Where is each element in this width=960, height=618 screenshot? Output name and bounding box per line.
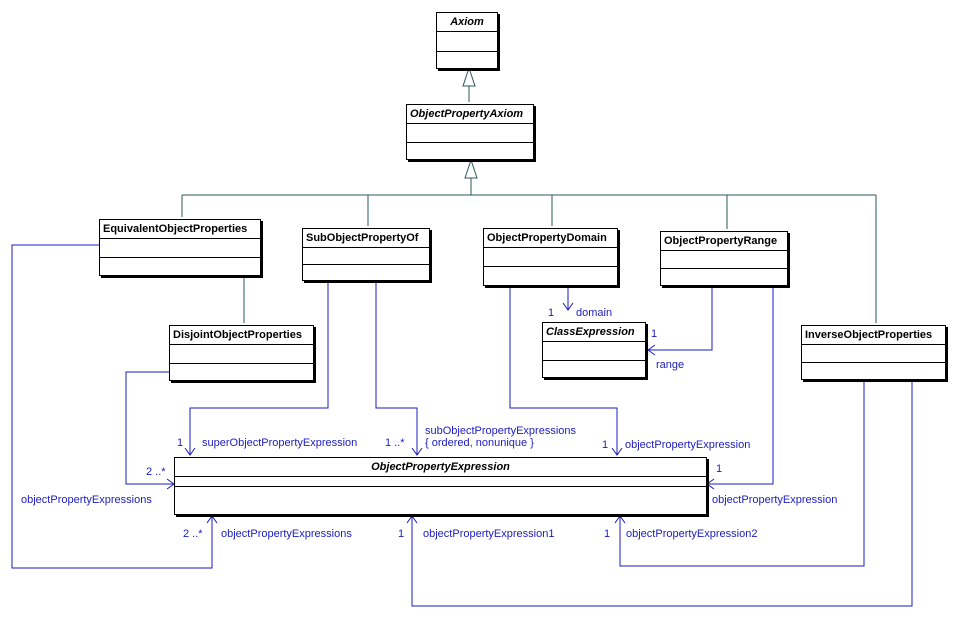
domain-multiplicity: 1 xyxy=(548,307,555,319)
class-name: InverseObjectProperties xyxy=(802,326,945,345)
sub-ope-multiplicity: 1 ..* xyxy=(385,437,405,449)
domain-role-label: domain xyxy=(576,307,613,319)
inverse-ope1-multiplicity: 1 xyxy=(398,528,405,540)
equivalent-ope-role-label: objectPropertyExpressions xyxy=(221,528,352,540)
range-ope-role-label: objectPropertyExpression xyxy=(712,494,838,506)
class-name: DisjointObjectProperties xyxy=(170,326,313,345)
range-ope-multiplicity: 1 xyxy=(716,463,723,475)
attributes-compartment xyxy=(437,32,497,52)
attributes-compartment xyxy=(661,251,787,269)
class-name: Axiom xyxy=(437,13,497,32)
inverse-ope2-role-label: objectPropertyExpression2 xyxy=(626,528,758,540)
class-equivalent-object-properties: EquivalentObjectProperties xyxy=(99,219,261,276)
class-axiom: Axiom xyxy=(436,12,498,69)
attributes-compartment xyxy=(175,477,706,487)
attributes-compartment xyxy=(407,124,533,143)
attributes-compartment xyxy=(484,248,617,267)
class-object-property-range: ObjectPropertyRange xyxy=(660,231,788,286)
class-name: EquivalentObjectProperties xyxy=(100,220,260,239)
class-class-expression: ClassExpression xyxy=(542,322,646,378)
super-ope-role-label: superObjectPropertyExpression xyxy=(202,437,358,449)
generalization-arrow-axiom xyxy=(462,66,476,87)
class-object-property-axiom: ObjectPropertyAxiom xyxy=(406,104,534,160)
attributes-compartment xyxy=(303,248,429,265)
inverse-ope1-role-label: objectPropertyExpression1 xyxy=(423,528,555,540)
generalization-lines xyxy=(181,68,877,323)
class-object-property-domain: ObjectPropertyDomain xyxy=(483,228,618,286)
domain-ope-multiplicity: 1 xyxy=(602,439,609,451)
disjoint-ope-role-label: objectPropertyExpressions xyxy=(21,494,152,506)
inverse-ope2-multiplicity: 1 xyxy=(604,528,611,540)
attributes-compartment xyxy=(543,342,645,361)
attributes-compartment xyxy=(170,345,313,364)
class-name: ObjectPropertyDomain xyxy=(484,229,617,248)
attributes-compartment xyxy=(802,345,945,363)
domain-ope-role-label: objectPropertyExpression xyxy=(625,439,751,451)
super-ope-multiplicity: 1 xyxy=(177,437,184,449)
sub-ope-role-label: subObjectPropertyExpressions xyxy=(425,425,577,437)
class-name: SubObjectPropertyOf xyxy=(303,229,429,248)
association-lines xyxy=(11,244,913,607)
class-name: ObjectPropertyAxiom xyxy=(407,105,533,124)
class-name: ClassExpression xyxy=(543,323,645,342)
class-sub-object-property-of: SubObjectPropertyOf xyxy=(302,228,430,281)
class-inverse-object-properties: InverseObjectProperties xyxy=(801,325,946,380)
generalization-arrow-object-property-axiom xyxy=(464,158,478,179)
equivalent-ope-multiplicity: 2 ..* xyxy=(183,528,203,540)
attributes-compartment xyxy=(100,239,260,258)
class-object-property-expression: ObjectPropertyExpression xyxy=(174,457,707,515)
sub-ope-constraint: { ordered, nonunique } xyxy=(425,437,534,449)
class-disjoint-object-properties: DisjointObjectProperties xyxy=(169,325,314,381)
range-role-label: range xyxy=(656,359,685,371)
range-multiplicity: 1 xyxy=(651,328,658,340)
class-name: ObjectPropertyExpression xyxy=(175,458,706,477)
class-name: ObjectPropertyRange xyxy=(661,232,787,251)
disjoint-ope-multiplicity: 2 ..* xyxy=(146,466,166,478)
